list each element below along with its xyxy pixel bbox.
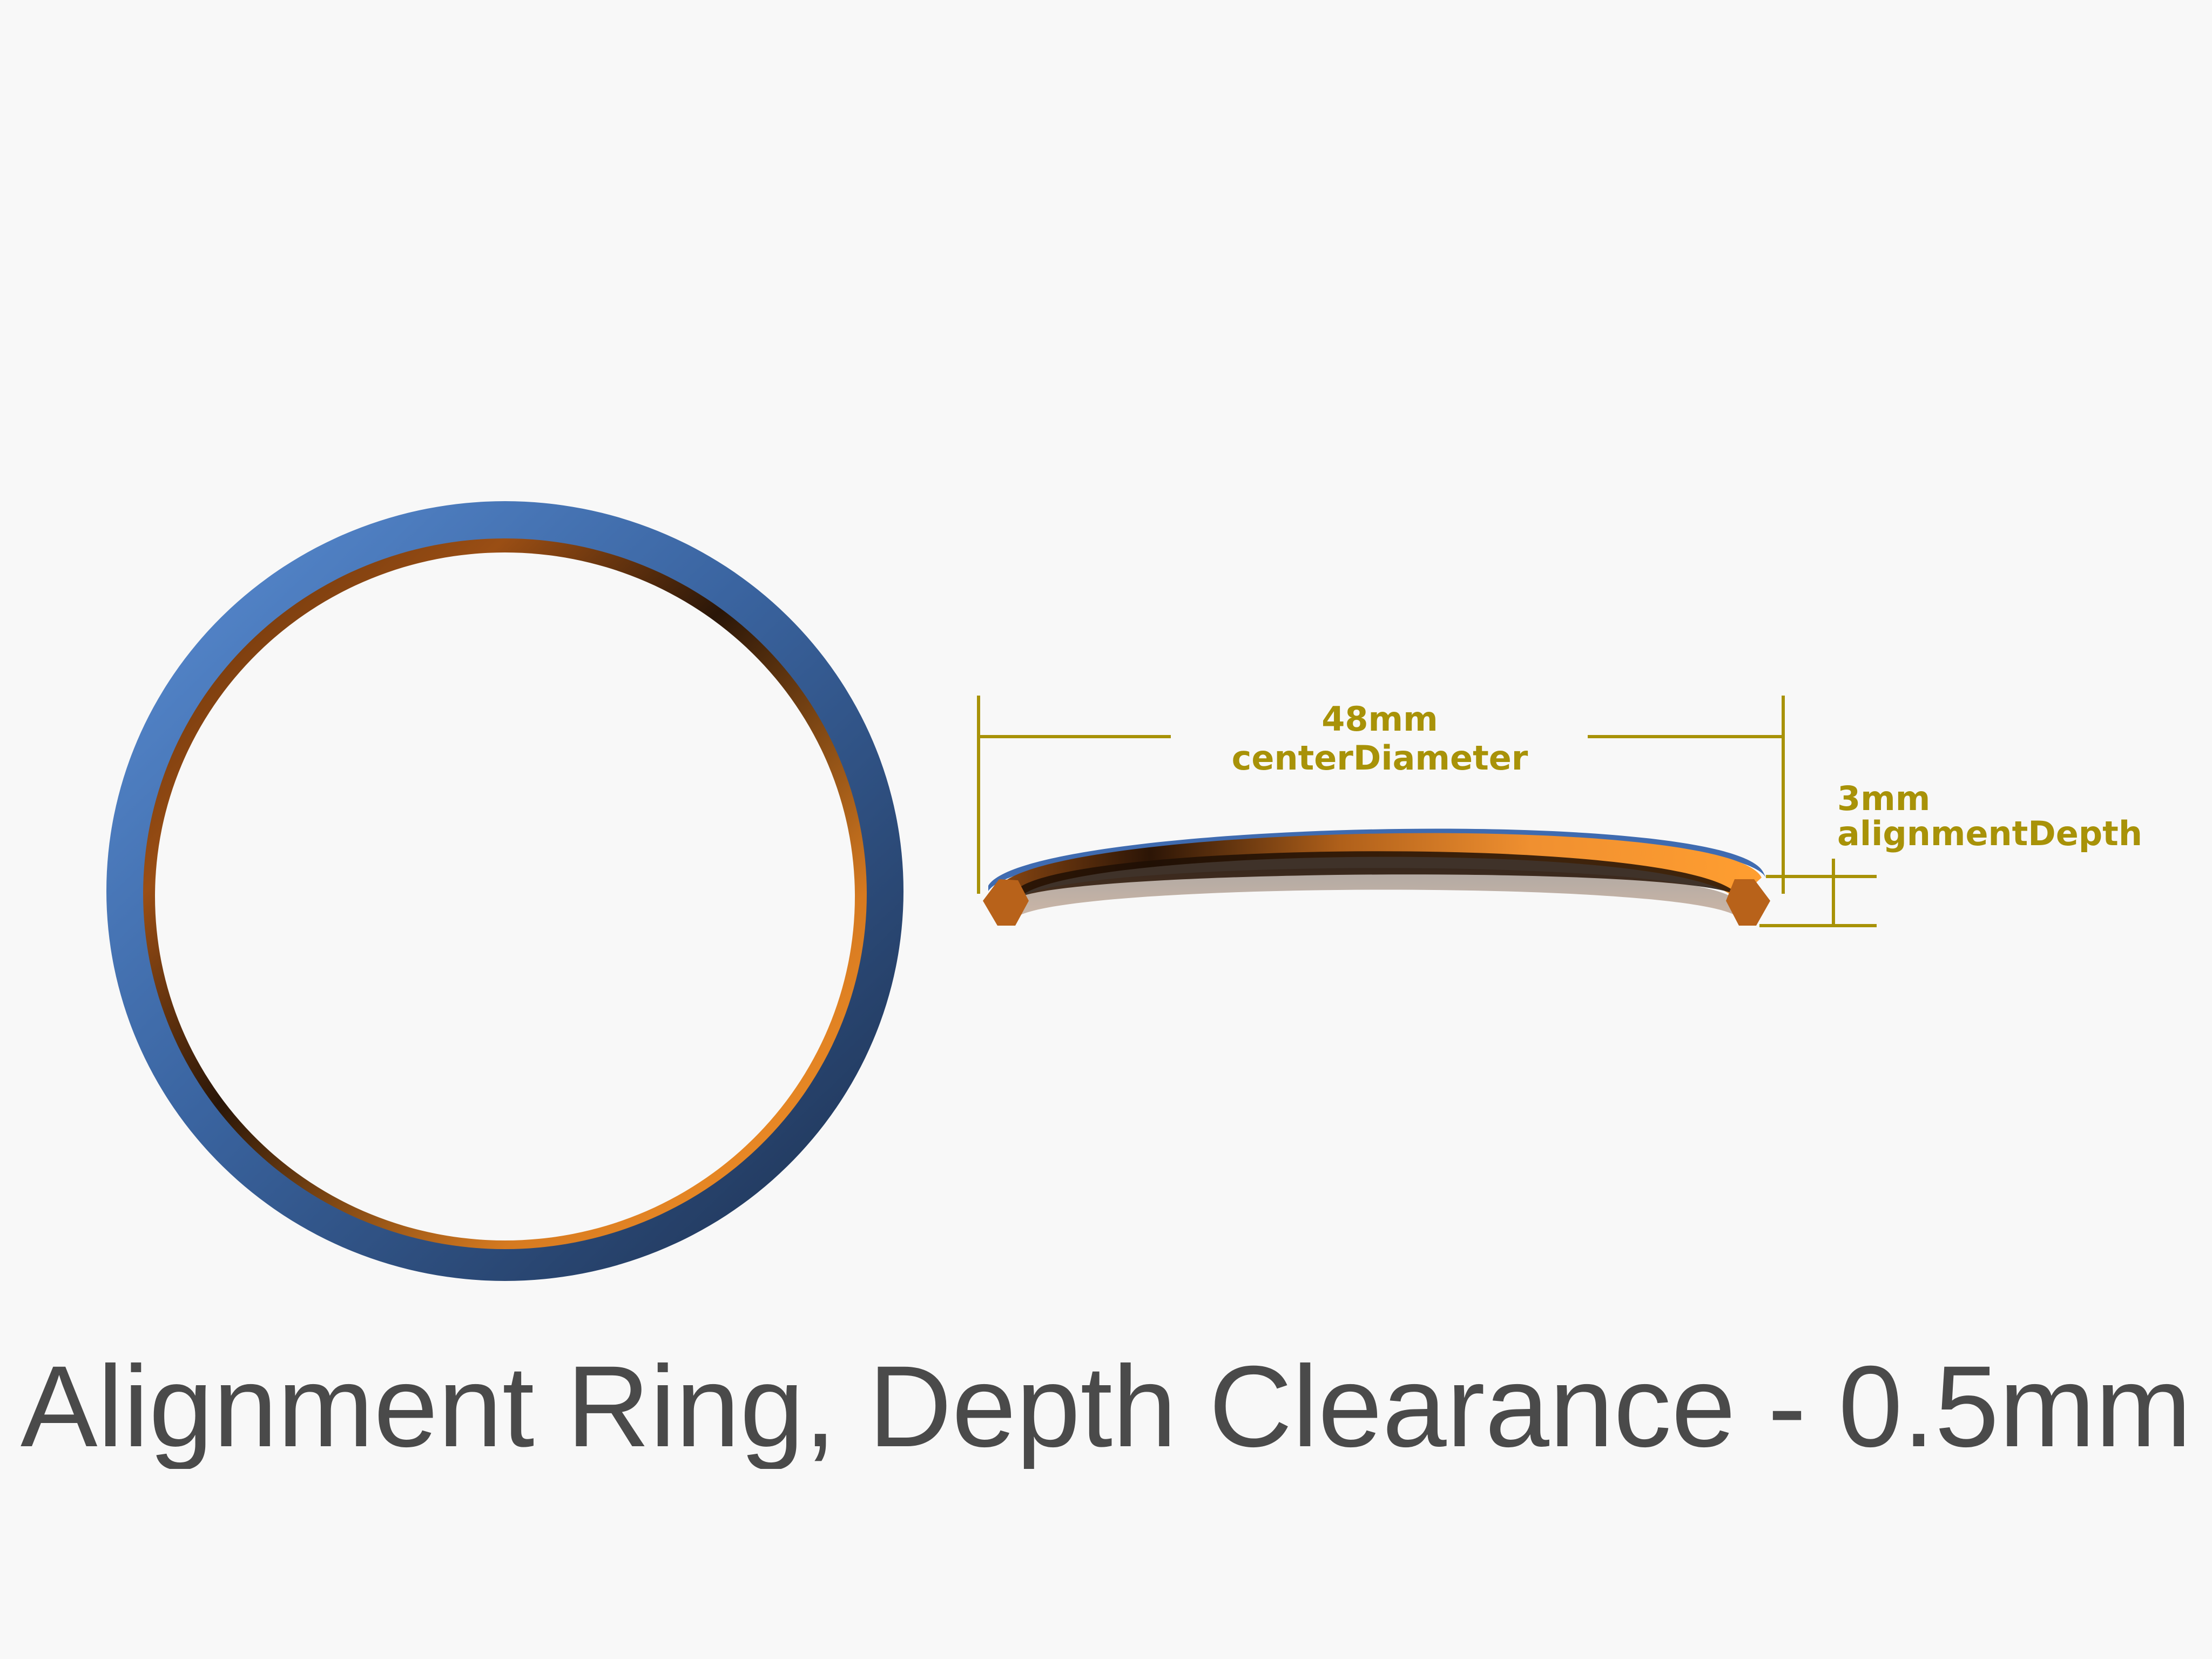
ring-hole xyxy=(155,552,855,1240)
ring-side-inner-shadow xyxy=(1015,851,1739,899)
depth-name-label: alignmentDepth xyxy=(1837,814,2142,853)
ring-top-view xyxy=(106,501,903,1281)
ring-side-top-surface xyxy=(996,833,1762,901)
diameter-dimension xyxy=(977,696,1785,894)
ring-side-left-end xyxy=(983,879,1029,926)
ring-side-bottom-surface xyxy=(1015,868,1739,918)
ring-side-right-end xyxy=(1726,879,1770,926)
diagram-caption: Alignment Ring, Depth Clearance - 0.5mm xyxy=(20,1345,2192,1469)
ring-side-view xyxy=(983,828,1770,926)
depth-value-label: 3mm xyxy=(1837,779,1930,818)
diameter-value-label: 48mm xyxy=(1321,699,1438,739)
depth-dimension xyxy=(1759,859,1877,927)
diameter-name-label: centerDiameter xyxy=(1232,738,1528,778)
